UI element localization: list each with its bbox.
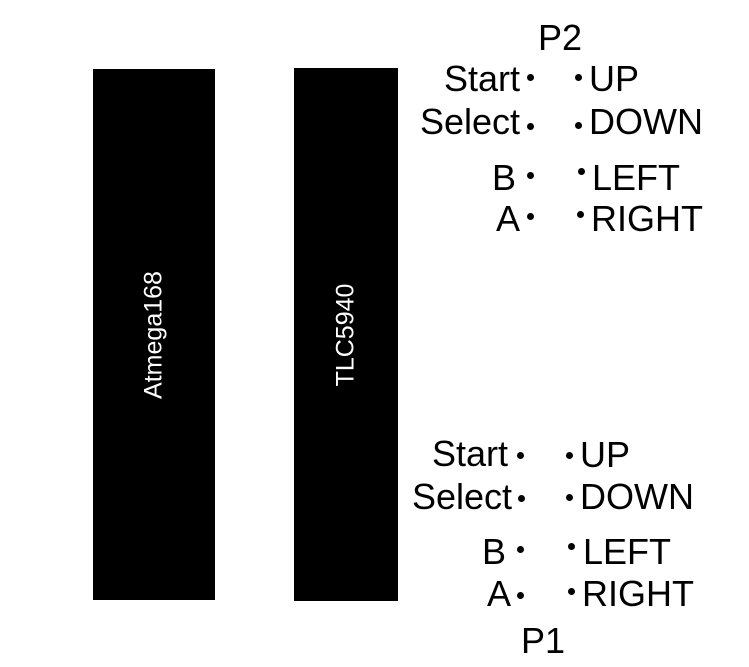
p1-b-pin (517, 546, 524, 553)
p2-right-label: RIGHT (591, 198, 703, 239)
p2-b-label: B (491, 157, 516, 198)
p1-select-pin (518, 495, 525, 502)
p1-right-label: RIGHT (582, 573, 694, 614)
p2-a-label: A (495, 198, 520, 239)
p1-b-label: B (481, 531, 506, 572)
p2-up-label: UP (589, 58, 640, 99)
atmega168-label: Atmega168 (139, 270, 168, 399)
p1-a-pin (517, 592, 524, 599)
p2-left-pin (578, 168, 585, 175)
p2-up-pin (575, 74, 582, 81)
p1-start-pin (517, 452, 524, 459)
p1-a-label: A (486, 573, 511, 614)
p2-a-pin (527, 213, 534, 220)
p2-start-pin (527, 74, 534, 81)
p2-down-pin (575, 122, 582, 129)
tlc5940-chip: TLC5940 (294, 68, 398, 601)
p2-b-pin (527, 172, 534, 179)
p1-start-label: Start (431, 433, 508, 474)
p2-left-label: LEFT (592, 157, 681, 198)
p1-left-pin (568, 543, 575, 550)
p2-select-pin (527, 123, 534, 130)
tlc5940-label: TLC5940 (331, 283, 360, 386)
p2-right-pin (577, 211, 584, 218)
p1-up-pin (566, 452, 573, 459)
p1-left-label: LEFT (583, 531, 672, 572)
atmega168-chip: Atmega168 (93, 69, 215, 600)
p2-start-label: Start (443, 58, 520, 99)
p1-title: P1 (521, 620, 566, 661)
p2-select-label: Select (419, 101, 520, 142)
p1-select-label: Select (411, 476, 512, 517)
p1-up-label: UP (580, 434, 631, 475)
p1-right-pin (568, 588, 575, 595)
p1-down-label: DOWN (580, 476, 694, 517)
p2-title: P2 (538, 17, 583, 58)
p1-down-pin (566, 494, 573, 501)
p2-down-label: DOWN (589, 101, 703, 142)
